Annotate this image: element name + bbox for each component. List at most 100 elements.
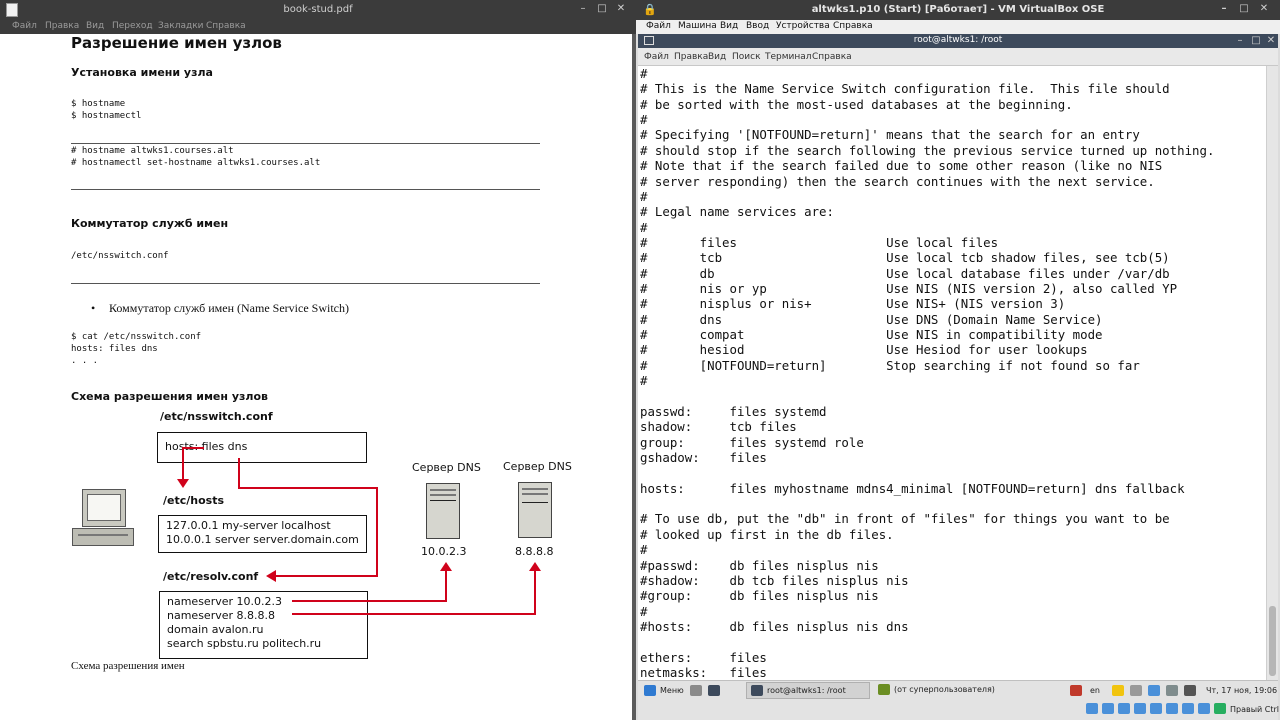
vbox-optical-icon[interactable] (1102, 703, 1114, 714)
pdf-titlebar[interactable]: book-stud.pdf – □ ✕ (0, 0, 636, 20)
page-heading: Разрешение имен узлов (71, 34, 282, 52)
figure-caption: Схема разрешения имен (71, 660, 185, 672)
resolv-box: nameserver 10.0.2.3 nameserver 8.8.8.8 d… (159, 591, 368, 659)
terminal-titlebar[interactable]: root@altwks1: /root – □ ✕ (638, 34, 1278, 48)
network-icon[interactable] (1070, 685, 1082, 696)
term-menu-search[interactable]: Поиск (732, 52, 761, 62)
close-icon[interactable]: ✕ (616, 3, 626, 14)
applet-icon[interactable] (1166, 685, 1178, 696)
minimize-icon[interactable]: – (580, 3, 586, 14)
minimize-icon[interactable]: – (1237, 35, 1243, 46)
terminal-line: # To use db, put the "db" in front of "f… (640, 511, 1170, 527)
arrow-head-down (177, 479, 189, 488)
term-menu-help[interactable]: Справка (812, 52, 852, 62)
terminal-line: passwd: files systemd (640, 403, 827, 419)
vbox-display-icon[interactable] (1182, 703, 1194, 714)
pdf-menu-bookmarks[interactable]: Закладки (158, 21, 204, 31)
pdf-menu-go[interactable]: Переход (112, 21, 153, 31)
close-icon[interactable]: ✕ (1259, 3, 1269, 14)
clock[interactable]: Чт, 17 ноя, 19:06 (1206, 686, 1278, 695)
terminal-app-icon (644, 36, 654, 45)
taskbar-task-admin[interactable]: (от суперпользователя) (876, 682, 1056, 699)
terminal-line (640, 465, 1214, 480)
vbox-menu-help[interactable]: Справка (833, 21, 873, 31)
arrow-segment (238, 487, 378, 489)
applet-icon[interactable] (1184, 685, 1196, 696)
vbox-network-icon[interactable] (1134, 703, 1146, 714)
vbox-window-title: altwks1.p10 (Start) [Работает] - VM Virt… (811, 4, 1105, 15)
close-icon[interactable]: ✕ (1266, 35, 1276, 46)
menu-icon[interactable] (644, 685, 656, 696)
terminal-line: # Note that if the search failed due to … (640, 158, 1163, 174)
terminal-scrollbar[interactable] (1266, 66, 1278, 680)
terminal-output[interactable]: ## This is the Name Service Switch confi… (638, 66, 1266, 680)
pdf-page: Разрешение имен узлов Установка имени уз… (0, 34, 632, 720)
terminal-line: # server responding) then the search con… (640, 173, 1155, 189)
etc-hosts-label: /etc/hosts (163, 494, 225, 507)
start-menu-button[interactable]: Меню (660, 686, 684, 695)
arrow-segment (376, 487, 378, 577)
dns-server-2-label: Сервер DNS (503, 460, 572, 473)
terminal-line: # looked up first in the db files. (640, 526, 894, 542)
pdf-window-title: book-stud.pdf (283, 4, 353, 15)
hostname-commands: $ hostname $ hostnamectl (71, 99, 142, 121)
bullet-text: Коммутатор служб имен (Name Service Swit… (109, 301, 349, 315)
terminal-line: # Legal name services are: (640, 204, 834, 220)
terminal-line: # compat Use NIS in compatibility mode (640, 327, 1103, 343)
pdf-app-icon (6, 3, 18, 17)
vbox-hdd-icon[interactable] (1086, 703, 1098, 714)
terminal-line: # nisplus or nis+ Use NIS+ (NIS version … (640, 296, 1066, 312)
terminal-line: # (640, 542, 648, 558)
pdf-menu-view[interactable]: Вид (86, 21, 105, 31)
terminal-line: # (640, 188, 648, 204)
vbox-shared-folder-icon[interactable] (1166, 703, 1178, 714)
arrow-segment (182, 447, 184, 482)
window-border (632, 34, 636, 720)
vbox-capture-icon[interactable] (1198, 703, 1210, 714)
vbox-usb-icon[interactable] (1150, 703, 1162, 714)
term-menu-view[interactable]: Вид (708, 52, 727, 62)
keyboard-layout-indicator[interactable]: en (1090, 686, 1100, 695)
pdf-viewer-window: book-stud.pdf – □ ✕ Файл Правка Вид Пере… (0, 0, 636, 720)
maximize-icon[interactable]: □ (1239, 3, 1249, 14)
vbox-menu-view[interactable]: Вид (720, 21, 739, 31)
vbox-menubar: Файл Машина Вид Ввод Устройства Справка (636, 20, 1280, 34)
vbox-mouse-icon[interactable] (1214, 703, 1226, 714)
scrollbar-thumb[interactable] (1269, 606, 1276, 676)
vbox-audio-icon[interactable] (1118, 703, 1130, 714)
terminal-line: # tcb Use local tcb shadow files, see tc… (640, 250, 1170, 266)
host-key-label: Правый Ctrl (1230, 705, 1280, 714)
term-menu-terminal[interactable]: Терминал (765, 52, 812, 62)
terminal-line: # db Use local database files under /var… (640, 265, 1170, 281)
terminal-line: # (640, 112, 648, 128)
section-scheme-title: Схема разрешения имен узлов (71, 390, 268, 403)
maximize-icon[interactable]: □ (1251, 35, 1261, 46)
tools-icon (878, 684, 890, 695)
arrow-segment (276, 575, 378, 577)
section-nsswitch-title: Коммутатор служб имен (71, 217, 229, 230)
pdf-menu-help[interactable]: Справка (206, 21, 246, 31)
files-icon[interactable] (690, 685, 702, 696)
vbox-menu-input[interactable]: Ввод (746, 21, 770, 31)
vbox-menu-file[interactable]: Файл (646, 21, 671, 31)
minimize-icon[interactable]: – (1221, 3, 1227, 14)
terminal-text: ## This is the Name Service Switch confi… (640, 66, 1214, 680)
applet-icon[interactable] (1112, 685, 1124, 696)
arrow-head-up (529, 562, 541, 571)
taskbar-task-terminal[interactable]: root@altwks1: /root (746, 682, 870, 699)
pdf-menu-file[interactable]: Файл (12, 21, 37, 31)
pdf-menu-edit[interactable]: Правка (45, 21, 80, 31)
terminal-line: group: files systemd role (640, 434, 864, 450)
vbox-menu-devices[interactable]: Устройства (776, 21, 830, 31)
term-menu-edit[interactable]: Правка (674, 52, 709, 62)
applet-icon[interactable] (1130, 685, 1142, 696)
applet-icon[interactable] (1148, 685, 1160, 696)
terminal-icon[interactable] (708, 685, 720, 696)
maximize-icon[interactable]: □ (597, 3, 607, 14)
task-terminal-label: root@altwks1: /root (767, 686, 846, 695)
vbox-titlebar[interactable]: 🔒 altwks1.p10 (Start) [Работает] - VM Vi… (636, 0, 1280, 20)
term-menu-file[interactable]: Файл (644, 52, 669, 62)
terminal-line: #shadow: db tcb files nisplus nis (640, 572, 909, 588)
vbox-menu-machine[interactable]: Машина (678, 21, 717, 31)
virtualbox-window: 🔒 altwks1.p10 (Start) [Работает] - VM Vi… (636, 0, 1280, 720)
